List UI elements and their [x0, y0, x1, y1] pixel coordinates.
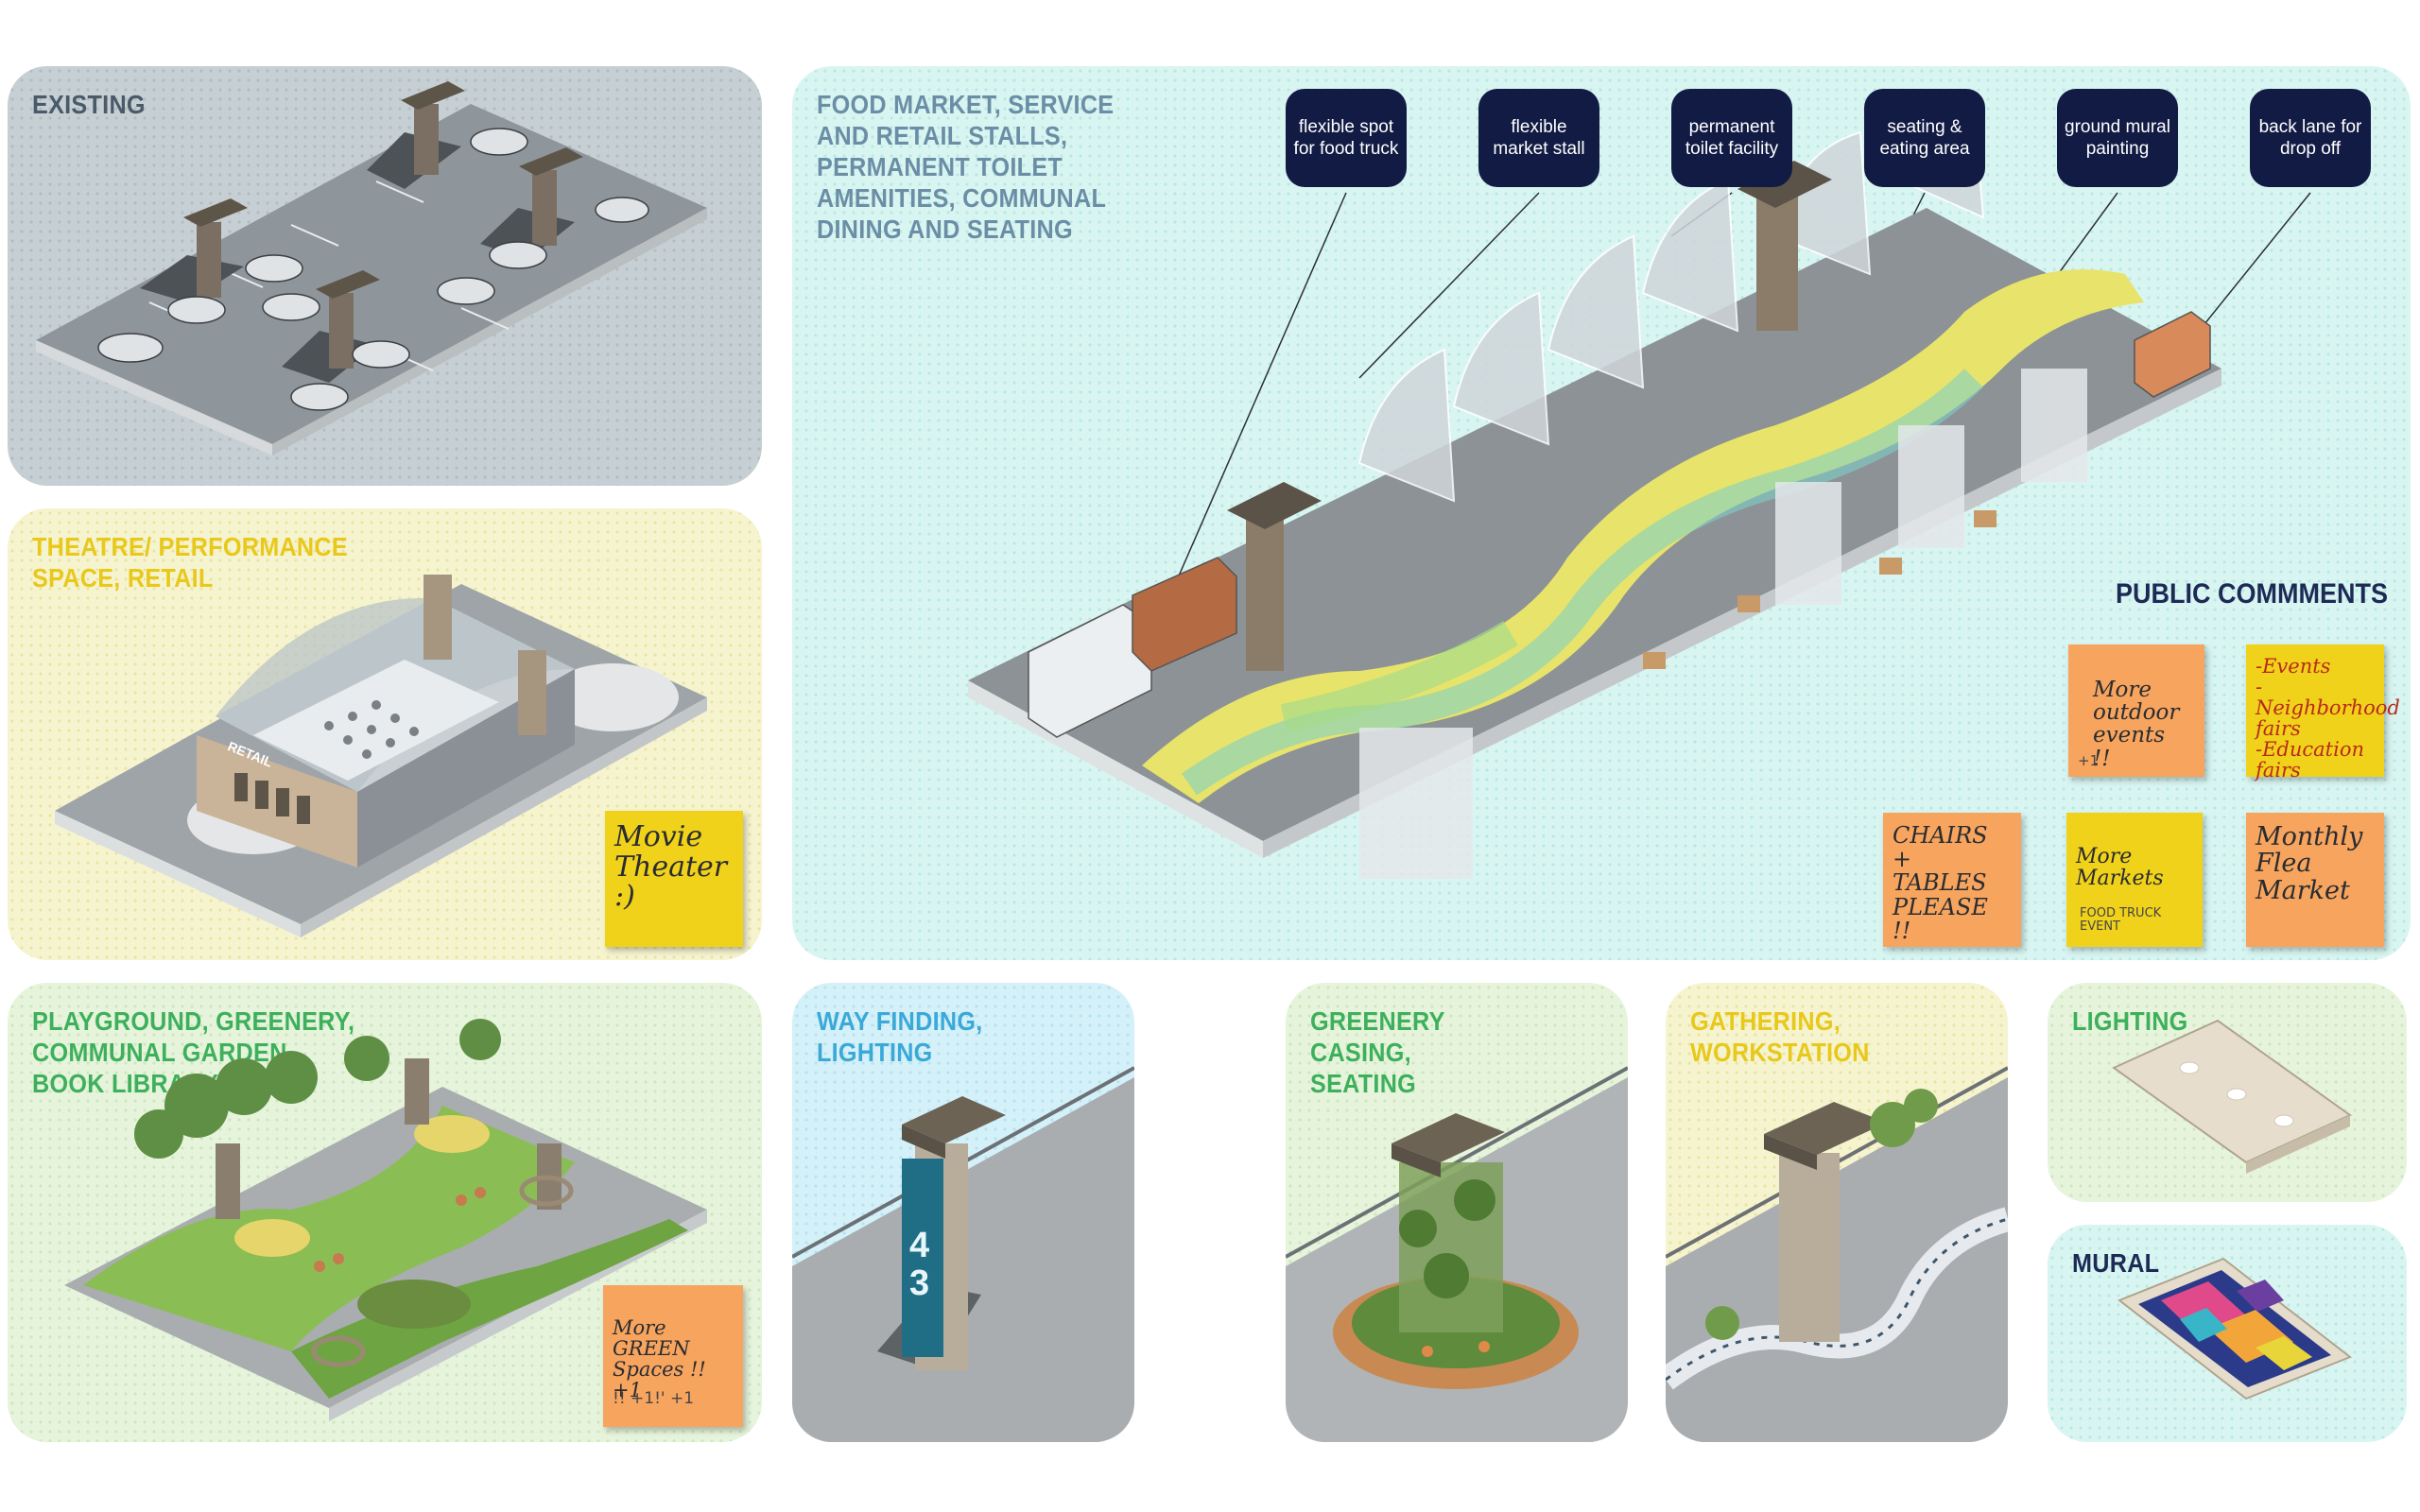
panel-title-theatre: THEATRE/ PERFORMANCE SPACE, RETAIL — [32, 532, 348, 593]
sticky-note-movie-theater: Movie Theater :) — [605, 811, 743, 947]
sticky-note-more-markets-extra: FOOD TRUCK EVENT — [2080, 906, 2162, 934]
sticky-note-outdoor-events: More outdoor events !! +1 — [2068, 644, 2204, 777]
wayfinding-illustration — [792, 1066, 1134, 1442]
panel-title-food-market: FOOD MARKET, SERVICE AND RETAIL STALLS, … — [817, 90, 1115, 244]
playground-illustration — [64, 1019, 707, 1421]
sticky-note-events-fairs: -Events -Neighborhood fairs -Education f… — [2246, 644, 2400, 781]
food-market-illustration — [968, 102, 2311, 879]
sticky-note-green-spaces: More GREEN Spaces !! +1 !! +1!' +1 — [603, 1285, 743, 1427]
panel-theatre: THEATRE/ PERFORMANCE SPACE, RETAIL RETAI… — [8, 508, 762, 960]
sticky-note-green-spaces-marks: !! +1!' +1 — [613, 1389, 695, 1408]
greenery-illustration — [1286, 1066, 1628, 1442]
panel-existing: EXISTING — [8, 66, 762, 486]
sticky-note-more-markets-text: More Markets — [2076, 845, 2164, 891]
callout-toilet-facility: permanent toilet facility — [1671, 89, 1792, 187]
callout-back-lane: back lane for drop off — [2250, 89, 2371, 187]
callout-market-stall: flexible market stall — [1478, 89, 1599, 187]
panel-title-wayfinding: WAY FINDING, LIGHTING — [817, 1006, 983, 1067]
sticky-note-green-spaces-text: More GREEN Spaces !! +1 — [613, 1316, 706, 1402]
parking-lot-illustration — [36, 81, 707, 455]
panel-title-existing: EXISTING — [32, 90, 146, 119]
callout-ground-mural: ground mural painting — [2057, 89, 2178, 187]
panel-lighting: LIGHTING — [2048, 983, 2407, 1202]
theatre-illustration — [55, 575, 707, 937]
sticky-note-more-markets: More Markets FOOD TRUCK EVENT — [2066, 813, 2203, 947]
gathering-illustration — [1666, 1066, 2008, 1442]
mural-illustration — [2118, 1257, 2352, 1400]
panel-title-lighting: LIGHTING — [2072, 1006, 2188, 1036]
sticky-note-outdoor-events-text: More outdoor events !! — [2093, 678, 2180, 771]
panel-food-market: FOOD MARKET, SERVICE AND RETAIL STALLS, … — [792, 66, 2411, 960]
lighting-illustration — [2112, 1019, 2352, 1174]
wayfinding-sign-number: 43 — [909, 1226, 930, 1303]
sticky-note-outdoor-events-extra: +1 — [2078, 752, 2100, 769]
panel-greenery: GREENERY CASING, SEATING — [1286, 983, 1628, 1442]
public-comments-heading: PUBLIC COMMMENTS — [2116, 578, 2388, 610]
panel-wayfinding: WAY FINDING, LIGHTING 43 — [792, 983, 1134, 1442]
sticky-note-flea-market: Monthly Flea Market — [2246, 813, 2384, 947]
panel-title-greenery: GREENERY CASING, SEATING — [1310, 1006, 1445, 1098]
panel-mural: MURAL — [2048, 1225, 2407, 1442]
panel-gathering: GATHERING, WORKSTATION — [1666, 983, 2008, 1442]
callout-seating-area: seating & eating area — [1864, 89, 1985, 187]
sticky-note-chairs-tables: CHAIRS + TABLES PLEASE !! — [1883, 813, 2021, 947]
callout-food-truck: flexible spot for food truck — [1286, 89, 1407, 187]
panel-playground: PLAYGROUND, GREENERY, COMMUNAL GARDEN, B… — [8, 983, 762, 1442]
panel-title-mural: MURAL — [2072, 1248, 2160, 1278]
panel-title-gathering: GATHERING, WORKSTATION — [1690, 1006, 1870, 1067]
